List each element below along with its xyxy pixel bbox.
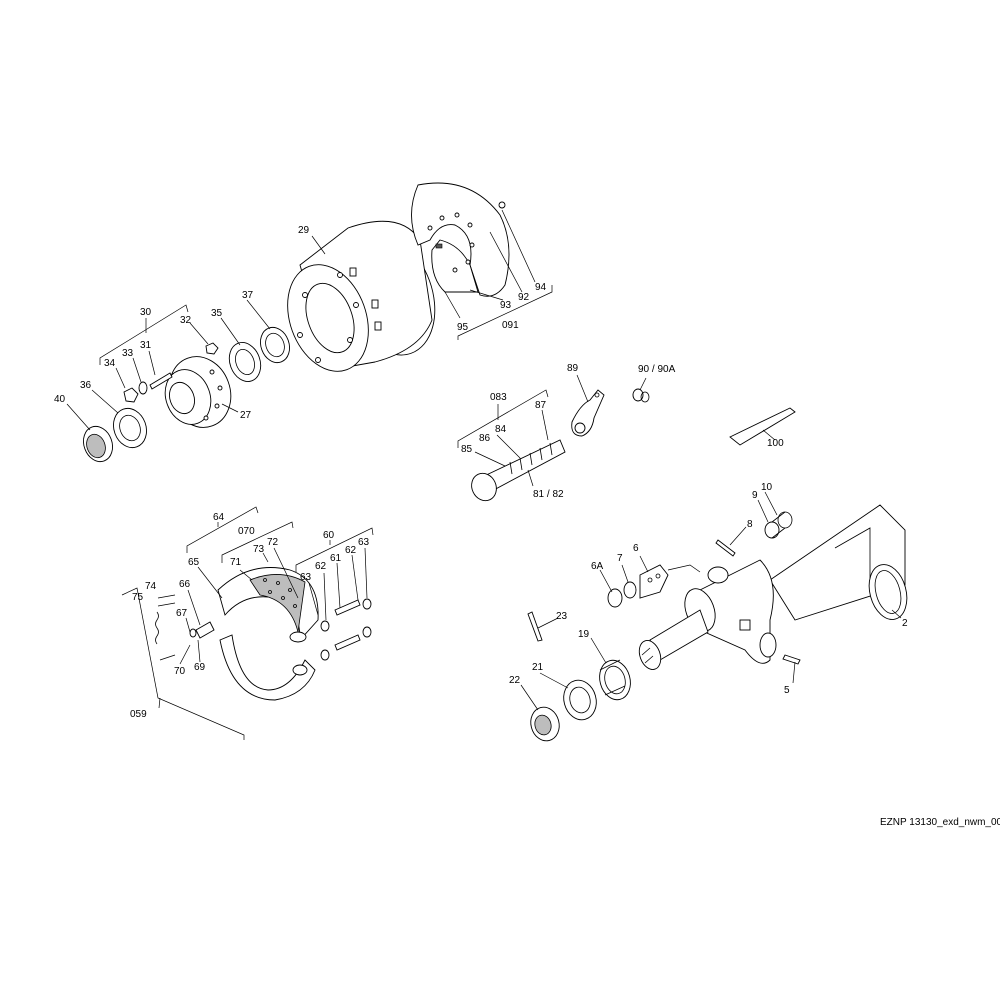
label-62-right: 62 xyxy=(345,545,357,556)
axle-beam-group xyxy=(520,491,908,742)
label-32: 32 xyxy=(180,315,192,326)
label-75: 75 xyxy=(132,592,144,603)
label-8: 8 xyxy=(747,519,753,530)
label-86: 86 xyxy=(479,433,491,444)
backing-plate xyxy=(411,182,553,340)
label-9: 9 xyxy=(752,490,758,501)
label-059: 059 xyxy=(130,709,147,720)
label-95: 95 xyxy=(457,322,469,333)
label-92: 92 xyxy=(518,292,530,303)
camshaft-group xyxy=(457,374,796,502)
label-40: 40 xyxy=(54,394,66,405)
label-84: 84 xyxy=(495,424,507,435)
label-27: 27 xyxy=(240,410,252,421)
label-65: 65 xyxy=(188,557,200,568)
label-23: 23 xyxy=(556,611,568,622)
label-67: 67 xyxy=(176,608,188,619)
hub-assembly xyxy=(66,299,290,463)
label-10: 10 xyxy=(761,482,773,493)
label-61: 61 xyxy=(330,553,342,564)
label-083: 083 xyxy=(490,392,507,403)
label-94: 94 xyxy=(535,282,547,293)
label-33: 33 xyxy=(122,348,134,359)
label-091: 091 xyxy=(502,320,519,331)
label-85: 85 xyxy=(461,444,473,455)
label-63-right: 63 xyxy=(358,537,370,548)
label-100: 100 xyxy=(767,438,784,449)
label-30: 30 xyxy=(140,307,152,318)
label-71: 71 xyxy=(230,557,242,568)
label-62-left: 62 xyxy=(315,561,327,572)
label-31: 31 xyxy=(140,340,152,351)
label-5: 5 xyxy=(784,685,790,696)
label-070: 070 xyxy=(238,526,255,537)
label-22: 22 xyxy=(509,675,521,686)
part-labels: 29 30 32 37 33 31 35 34 36 40 27 94 92 9… xyxy=(54,225,908,720)
label-36: 36 xyxy=(80,380,92,391)
label-74: 74 xyxy=(145,581,157,592)
label-6: 6 xyxy=(633,543,639,554)
label-89: 89 xyxy=(567,363,579,374)
label-73: 73 xyxy=(253,544,265,555)
label-34: 34 xyxy=(104,358,116,369)
brake-drum xyxy=(287,220,436,372)
label-81-82: 81 / 82 xyxy=(533,489,564,500)
label-60: 60 xyxy=(323,530,335,541)
label-64: 64 xyxy=(213,512,225,523)
drawing-reference: EZNP 13130_exd_nwm_002 xyxy=(880,817,1000,828)
label-69: 69 xyxy=(194,662,206,673)
label-87: 87 xyxy=(535,400,547,411)
label-66: 66 xyxy=(179,579,191,590)
label-6A: 6A xyxy=(591,561,604,572)
label-21: 21 xyxy=(532,662,544,673)
label-37: 37 xyxy=(242,290,254,301)
label-29: 29 xyxy=(298,225,310,236)
label-93: 93 xyxy=(500,300,512,311)
label-72: 72 xyxy=(267,537,279,548)
label-7: 7 xyxy=(617,553,623,564)
brake-shoe-group xyxy=(121,506,374,740)
label-19: 19 xyxy=(578,629,590,640)
label-70: 70 xyxy=(174,666,186,677)
label-2: 2 xyxy=(902,618,908,629)
label-35: 35 xyxy=(211,308,223,319)
label-90-90A: 90 / 90A xyxy=(638,364,676,375)
label-63-left: 63 xyxy=(300,572,312,583)
